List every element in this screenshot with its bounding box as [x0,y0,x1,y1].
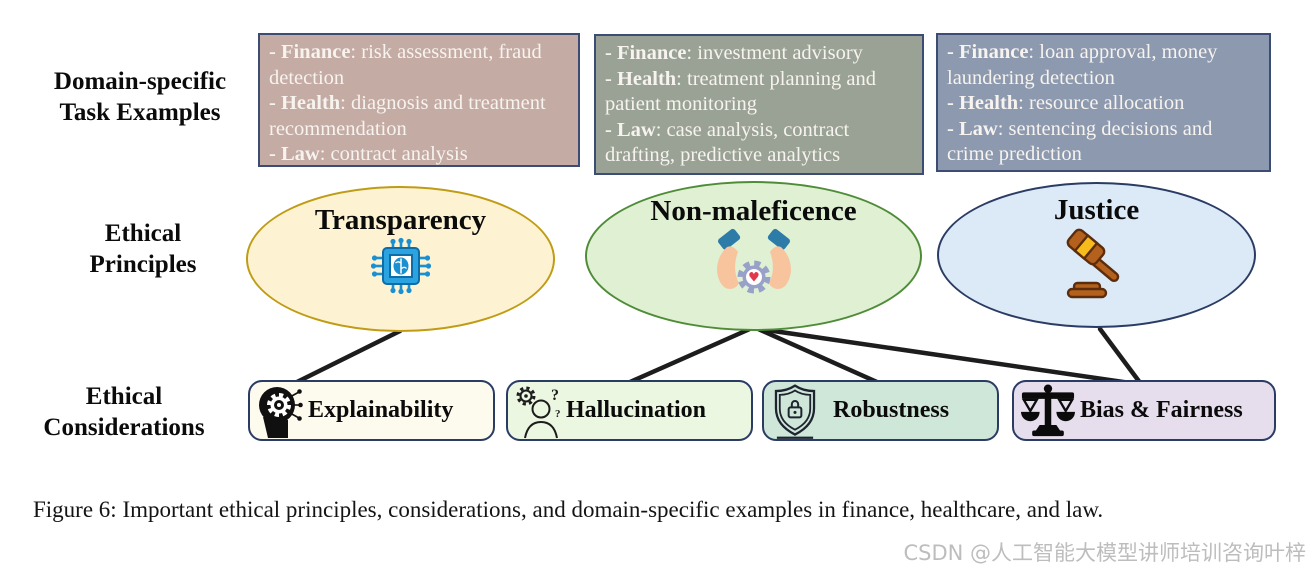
connector-transparency-explainability [294,328,403,385]
consideration-label: Explainability [308,397,454,423]
task-box-nonmaleficence-examples: - Finance: investment advisory - Health:… [594,34,924,175]
task-item: - Health: diagnosis and treatment recomm… [269,92,546,140]
consideration-hallucination: ? ? Hallucination [506,380,753,441]
connector-nonmaleficence-hallucination [627,325,755,385]
row-label-line: Principles [89,251,197,278]
head-gear-icon [259,386,303,438]
principle-justice: Justice [937,182,1256,328]
consideration-bias-fairness: Bias & Fairness [1012,380,1276,441]
shield-lock-icon [774,383,816,439]
consideration-explainability: Explainability [248,380,495,441]
task-item: - Law: sentencing decisions and crime pr… [947,117,1213,166]
watermark: CSDN @人工智能大模型讲师培训咨询叶梓 [903,541,1306,565]
principle-title: Transparency [314,204,487,236]
row-label-line: Considerations [43,414,205,441]
balance-scale-icon [1021,383,1075,436]
task-item: - Law: contract analysis [269,143,468,165]
row-label-line: Domain-specific [53,68,227,95]
consideration-label: Robustness [833,397,950,423]
consideration-label: Hallucination [566,397,707,423]
connector-justice-bias [1097,326,1144,387]
task-item: - Finance: risk assessment, fraud detect… [269,41,542,89]
question-mark-glyph: ? [555,408,561,420]
task-item: - Law: case analysis, contract drafting,… [605,118,850,167]
task-item: - Health: treatment planning and patient… [605,67,876,116]
connector-nonmaleficence-robustness [753,325,880,385]
question-mark-glyph: ? [551,387,559,404]
task-box-transparency-examples: - Finance: risk assessment, fraud detect… [258,33,580,167]
principle-title: Non-maleficence [650,195,857,227]
gavel-icon [1066,228,1119,299]
consideration-robustness: Robustness [762,380,999,441]
row-label-line: Ethical [104,220,182,247]
task-item: - Finance: loan approval, money launderi… [947,41,1218,89]
confused-person-icon: ? ? [516,386,561,438]
row-label-ethical-considerations: Ethical Considerations [0,381,248,443]
row-label-task-examples: Domain-specific Task Examples [22,66,258,128]
heart-glyph: ♥ [748,271,760,286]
connector-nonmaleficence-bias [757,326,1140,387]
row-label-line: Task Examples [59,99,221,126]
principle-nonmaleficence: Non-maleficence ♥ [585,181,922,331]
task-item: - Health: resource allocation [947,92,1185,114]
caring-hands-gear-icon: ♥ [716,228,791,294]
ai-chip-icon [370,237,431,295]
task-box-justice-examples: - Finance: loan approval, money launderi… [936,33,1271,172]
principle-transparency: Transparency [246,186,555,332]
figure-caption: Figure 6: Important ethical principles, … [33,497,1104,522]
principle-title: Justice [1053,194,1140,226]
row-label-ethical-principles: Ethical Principles [25,218,261,280]
consideration-label: Bias & Fairness [1080,397,1243,423]
task-item: - Finance: investment advisory [605,42,863,64]
row-label-line: Ethical [85,383,163,410]
